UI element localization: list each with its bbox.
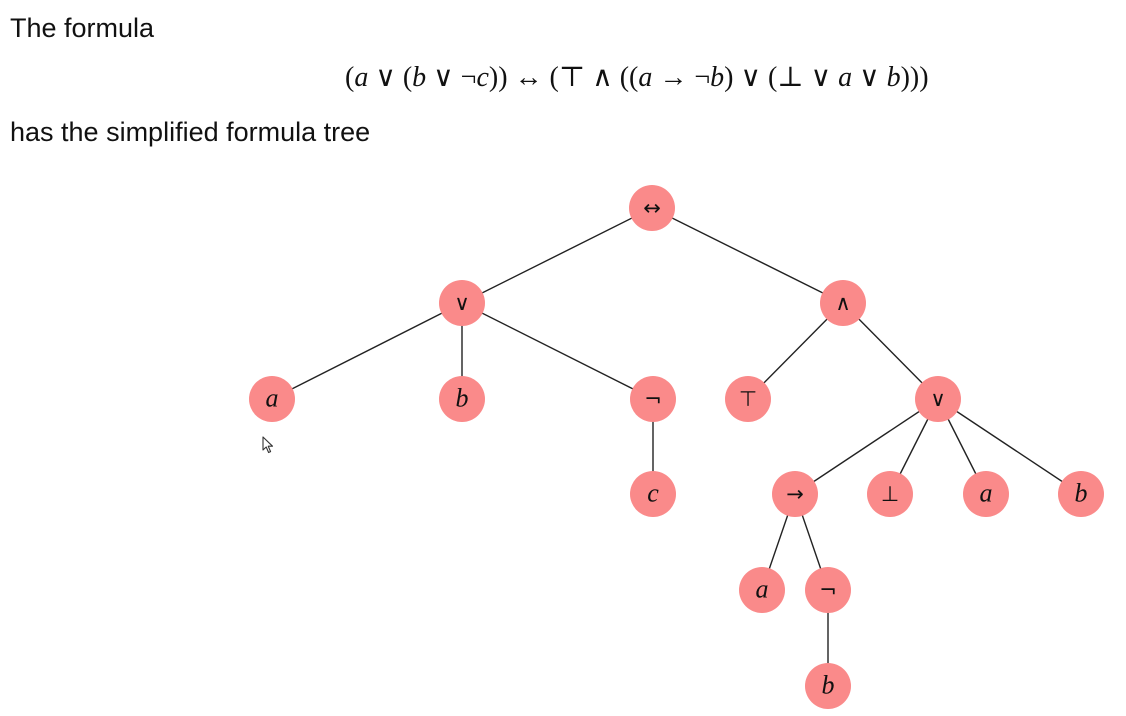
tree-node-circle [439, 376, 485, 422]
formula-symbols: ∨ ¬ [426, 62, 477, 93]
tree-node-disjunction: ∨ [915, 376, 961, 422]
tree-node-label: a [266, 384, 279, 413]
tree-nodes: ↔ ∨ ∧ a b ¬ ⊤ ∨ c → ⊥ a b a ¬ b [249, 185, 1104, 709]
tree-node-circle [820, 280, 866, 326]
tree-node-label: b [456, 384, 469, 413]
tree-node-variable-c: c [630, 471, 676, 517]
formula-symbols: )) ↔ (⊤ ∧ (( [488, 62, 639, 93]
formula-display: (a ∨ (b ∨ ¬c)) ↔ (⊤ ∧ ((a → ¬b) ∨ (⊥ ∨ a… [345, 61, 929, 95]
formula-variable: a [354, 62, 369, 93]
tree-node-circle [439, 280, 485, 326]
tree-node-circle [772, 471, 818, 517]
tree-edge [651, 207, 844, 304]
tree-node-label: c [647, 479, 659, 508]
formula-symbols: ) ∨ (⊥ ∨ [724, 62, 839, 93]
formula-variable: a [638, 62, 653, 93]
tree-node-label: a [980, 479, 993, 508]
tree-node-implication: → [772, 471, 818, 517]
tree-node-label: a [756, 575, 769, 604]
tree-node-top: ⊤ [725, 376, 771, 422]
tree-node-negation: ¬ [805, 567, 851, 613]
tree-node-circle [630, 376, 676, 422]
tree-node-label: ∧ [835, 291, 850, 315]
tree-node-biconditional: ↔ [629, 185, 675, 231]
formula-symbols: ))) [900, 62, 929, 93]
tree-node-disjunction: ∨ [439, 280, 485, 326]
tree-edge [271, 302, 463, 400]
formula-variable: b [886, 62, 901, 93]
tree-node-circle [867, 471, 913, 517]
tree-node-label: ¬ [819, 578, 837, 602]
tree-node-label: → [786, 482, 804, 506]
formula-symbols: → ¬ [652, 62, 711, 93]
tree-node-circle [249, 376, 295, 422]
tree-node-label: ⊥ [881, 482, 899, 506]
tree-node-variable-a: a [739, 567, 785, 613]
tree-node-variable-b: b [805, 663, 851, 709]
formula-variable: a [838, 62, 853, 93]
tree-node-negation: ¬ [630, 376, 676, 422]
formula-symbols: ( [345, 62, 355, 93]
tree-node-conjunction: ∧ [820, 280, 866, 326]
tree-node-label: b [822, 671, 835, 700]
formula-symbols: ∨ [852, 62, 887, 93]
outro-text: has the simplified formula tree [10, 117, 371, 147]
tree-node-circle [915, 376, 961, 422]
formula-variable: b [710, 62, 725, 93]
intro-text: The formula [10, 13, 155, 43]
mouse-pointer-icon [262, 436, 274, 454]
formula-variable: c [476, 62, 489, 93]
tree-edges [271, 207, 1082, 686]
tree-node-variable-a: a [249, 376, 295, 422]
tree-node-label: ¬ [644, 387, 662, 411]
tree-node-circle [805, 567, 851, 613]
tree-node-variable-b: b [1058, 471, 1104, 517]
tree-node-variable-b: b [439, 376, 485, 422]
tree-node-circle [630, 471, 676, 517]
tree-node-circle [725, 376, 771, 422]
tree-node-circle [805, 663, 851, 709]
tree-node-circle [1058, 471, 1104, 517]
tree-node-label: b [1075, 479, 1088, 508]
tree-edge [794, 398, 939, 495]
tree-node-bottom: ⊥ [867, 471, 913, 517]
formula-variable: b [412, 62, 427, 93]
tree-node-circle [629, 185, 675, 231]
tree-node-circle [739, 567, 785, 613]
tree-edge [461, 302, 654, 400]
formula-symbols: ∨ ( [368, 62, 413, 93]
tree-node-variable-a: a [963, 471, 1009, 517]
tree-edge [461, 207, 653, 304]
tree-node-label: ∨ [930, 387, 945, 411]
tree-node-circle [963, 471, 1009, 517]
tree-edge [937, 398, 1082, 495]
tree-node-label: ⊤ [739, 387, 757, 411]
tree-node-label: ↔ [643, 196, 661, 220]
tree-node-label: ∨ [454, 291, 469, 315]
